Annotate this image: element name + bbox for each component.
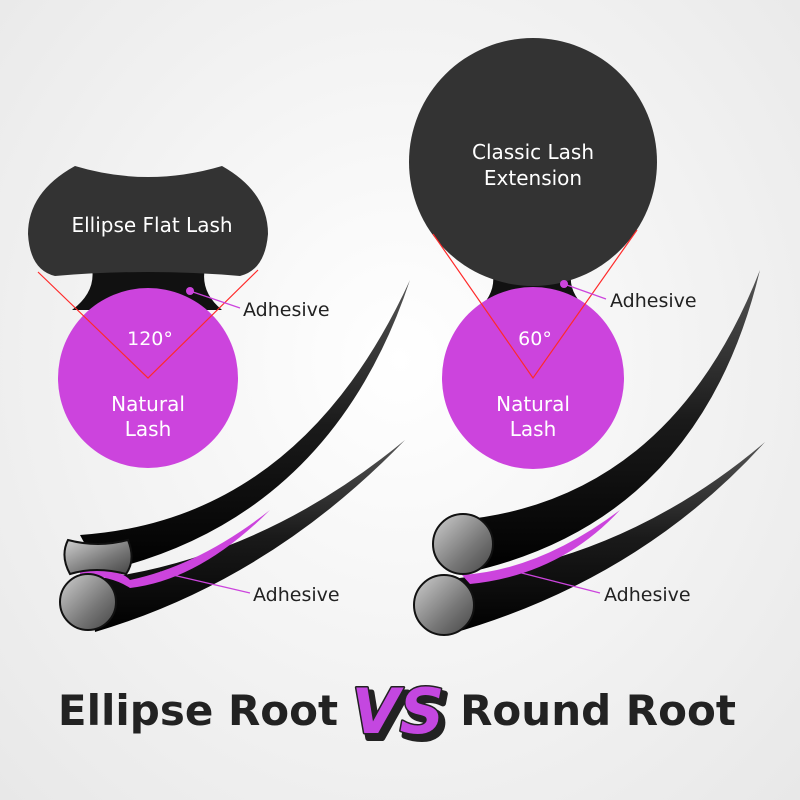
right-classic-lash-cap <box>432 513 494 575</box>
left-flat-lash-shape <box>28 166 268 276</box>
left-adhesive-leader <box>189 290 241 309</box>
right-natural-lash-cap <box>413 574 475 636</box>
right-lower-fiber <box>440 442 765 634</box>
left-title: Ellipse Root <box>58 686 338 735</box>
right-lash-line1: Classic Lash <box>472 140 594 164</box>
right-angle-lines <box>432 229 638 380</box>
right-adhesive-bottom-leader <box>509 569 601 594</box>
left-angle-lines <box>37 269 259 379</box>
right-adhesive-top-label: Adhesive <box>610 290 697 312</box>
right-title: Round Root <box>460 686 736 735</box>
left-angle-label: 120° <box>127 328 173 350</box>
right-classic-lash-circle <box>409 38 657 286</box>
left-lower-fiber <box>90 440 405 632</box>
right-adhesive-leader <box>563 283 607 300</box>
left-adhesive-strip <box>80 510 270 588</box>
left-adhesive-top-label: Adhesive <box>243 299 330 321</box>
right-natural-line2: Lash <box>510 417 557 441</box>
left-adhesive-bottom-label: Adhesive <box>253 584 340 606</box>
right-natural-line1: Natural <box>496 392 570 416</box>
left-lash-label: Ellipse Flat Lash <box>71 213 232 237</box>
right-adhesive-strip <box>462 510 620 584</box>
vs-text: VS <box>352 675 445 748</box>
vs-badge: VS VS <box>350 674 451 757</box>
right-angle-label: 60° <box>518 328 552 350</box>
round-root-panel: Classic Lash Extension 60° Natural Lash … <box>409 38 765 735</box>
ellipse-root-panel: Ellipse Flat Lash 120° Natural Lash Adhe… <box>28 166 410 735</box>
left-natural-lash-cap <box>59 573 117 631</box>
right-lash-line2: Extension <box>484 166 582 190</box>
left-natural-line2: Lash <box>125 417 172 441</box>
right-adhesive-bottom-label: Adhesive <box>604 584 691 606</box>
vs-shadow: VS <box>356 680 449 753</box>
left-natural-line1: Natural <box>111 392 185 416</box>
left-flat-lash-cap <box>63 538 133 576</box>
left-adhesive-bottom-leader <box>159 571 251 594</box>
